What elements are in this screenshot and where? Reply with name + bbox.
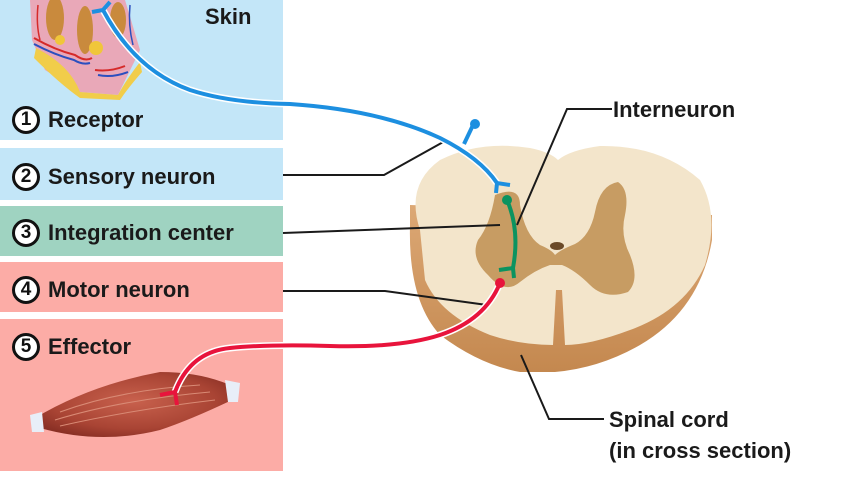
step-label: Sensory neuron <box>48 164 216 189</box>
step-effector: 5 Effector <box>12 333 131 361</box>
sensory-neuron-path <box>91 0 511 194</box>
step-label: Receptor <box>48 107 144 132</box>
sensory-neuron-leader <box>283 140 446 176</box>
step-number-badge: 3 <box>12 219 40 247</box>
sensory-neuron-panel <box>0 148 283 200</box>
step-sensory-neuron: 2 Sensory neuron <box>12 163 215 191</box>
integration-center-panel <box>0 206 283 256</box>
receptor-terminal-dot <box>470 119 480 129</box>
step-number-badge: 1 <box>12 106 40 134</box>
muscle-illustration <box>30 372 240 438</box>
skin-illustration <box>30 0 142 100</box>
step-label: Effector <box>48 334 132 359</box>
step-number-badge: 2 <box>12 163 40 191</box>
step-number-badge: 5 <box>12 333 40 361</box>
spinal-cord-label: Spinal cord <box>609 407 729 432</box>
motor-neuron-leader <box>283 290 488 306</box>
interneuron-leader <box>516 108 612 226</box>
step-number-badge: 4 <box>12 276 40 304</box>
interneuron-label: Interneuron <box>613 97 736 122</box>
step-receptor: 1 Receptor <box>12 106 143 134</box>
spinal-cord-leader <box>520 354 604 420</box>
skin-label: Skin <box>205 4 252 29</box>
motor-neuron-panel <box>0 262 283 312</box>
step-label: Motor neuron <box>48 277 190 302</box>
spinal-cord-sublabel: (in cross section) <box>609 438 792 463</box>
step-label: Integration center <box>48 220 234 245</box>
integration-center-leader <box>282 224 501 234</box>
step-integration-center: 3 Integration center <box>12 219 234 247</box>
interneuron-path <box>498 195 518 279</box>
spinal-cord-illustration <box>409 145 712 372</box>
step-motor-neuron: 4 Motor neuron <box>12 276 190 304</box>
motor-neuron-path <box>159 278 505 406</box>
